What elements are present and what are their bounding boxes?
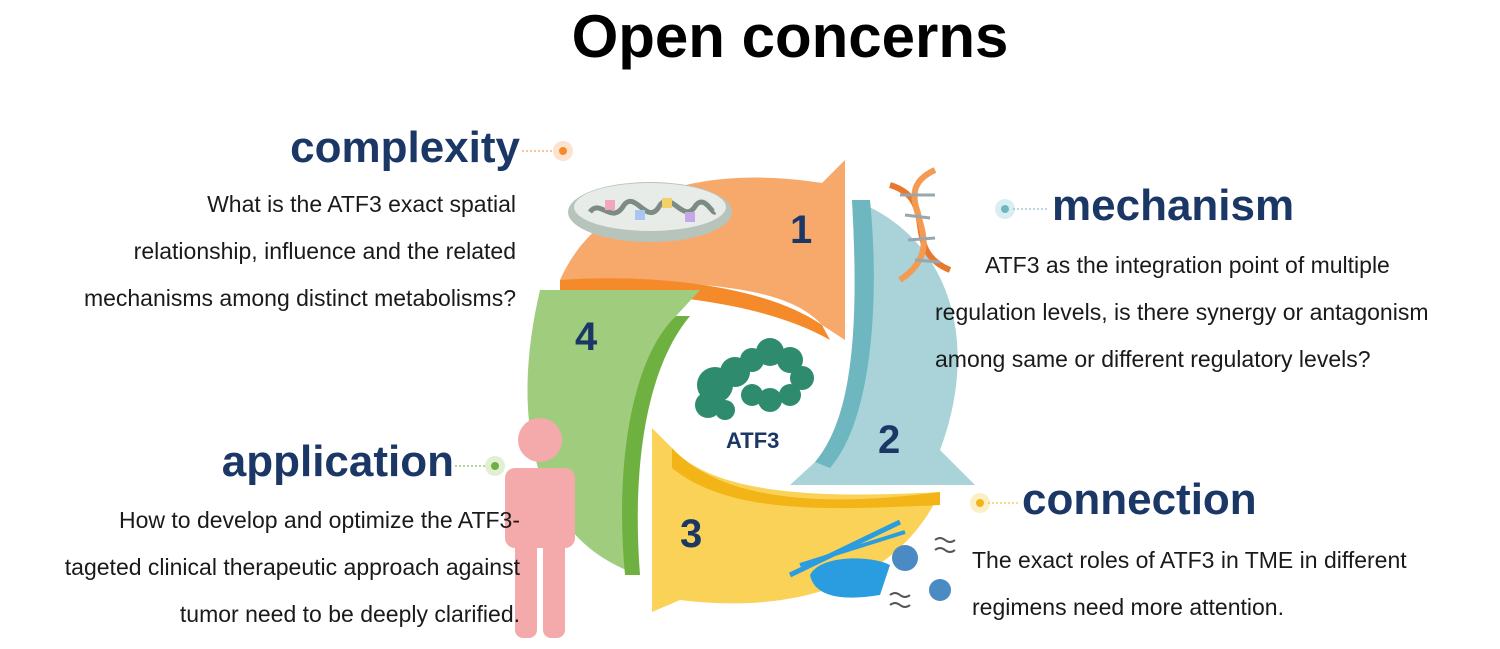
arrow-2	[790, 200, 975, 485]
complexity-text: What is the ATF3 exact spatial relations…	[84, 181, 516, 322]
connector-mechanism	[995, 199, 1048, 219]
complexity-line: relationship, influence and the related	[133, 238, 516, 264]
connector-complexity	[522, 141, 573, 161]
arrow-1-number: 1	[790, 208, 813, 252]
mechanism-heading: mechanism	[1052, 181, 1295, 230]
arrow-4-number: 4	[575, 315, 598, 359]
application-line: tageted clinical therapeutic approach ag…	[64, 554, 520, 580]
application-heading: application	[221, 437, 454, 486]
connection-line: regimens need more attention.	[972, 594, 1284, 620]
connection-heading: connection	[1022, 475, 1257, 524]
virus-icon	[889, 537, 956, 608]
center-label: ATF3	[726, 428, 780, 453]
application-text: How to develop and optimize the ATF3- ta…	[65, 497, 520, 638]
mechanism-line: among same or different regulatory level…	[935, 346, 1371, 372]
mitochondria-icon	[568, 182, 732, 242]
connector-connection	[970, 493, 1020, 513]
arrow-2-number: 2	[878, 418, 901, 462]
blood-vessel-icon	[788, 519, 906, 598]
application-line: How to develop and optimize the ATF3-	[118, 507, 520, 533]
dna-icon	[889, 167, 952, 283]
person-icon	[505, 418, 575, 638]
complexity-line: What is the ATF3 exact spatial	[207, 191, 516, 217]
arrow-3-number: 3	[680, 512, 703, 556]
complexity-line: mechanisms among distinct metabolisms?	[83, 285, 516, 311]
protein-icon	[695, 338, 814, 420]
page-title: Open concerns	[571, 3, 1009, 70]
mechanism-line: ATF3 as the integration point of multipl…	[985, 252, 1390, 278]
mechanism-line: regulation levels, is there synergy or a…	[935, 299, 1429, 325]
connection-line: The exact roles of ATF3 in TME in differ…	[972, 547, 1407, 573]
mechanism-text: ATF3 as the integration point of multipl…	[935, 242, 1428, 383]
application-line: tumor need to be deeply clarified.	[179, 601, 520, 627]
connection-text: The exact roles of ATF3 in TME in differ…	[972, 537, 1407, 631]
connector-application	[455, 456, 505, 476]
complexity-heading: complexity	[290, 123, 520, 172]
